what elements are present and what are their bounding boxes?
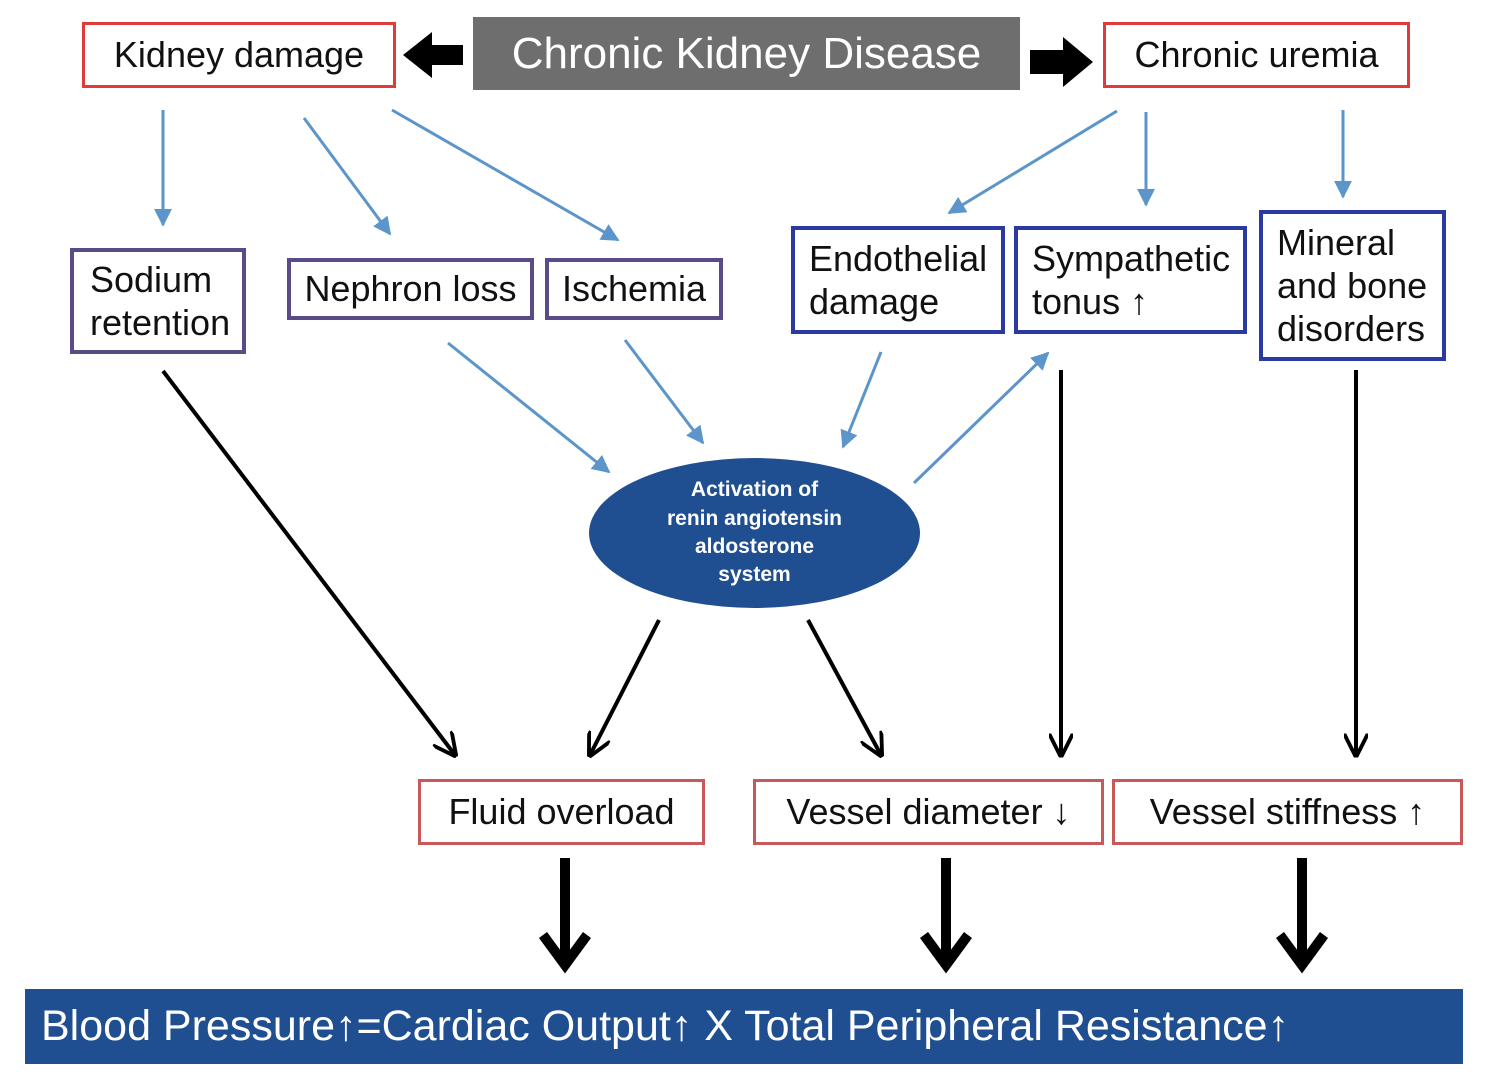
node-sympathetic-tonus: Sympathetic tonus ↑ [1014, 226, 1247, 334]
node-vessel-stiffness: Vessel stiffness ↑ [1112, 779, 1463, 845]
blood-pressure-banner: Blood Pressure↑=Cardiac Output↑ X Total … [25, 989, 1463, 1064]
raas-line-2: renin angiotensin [666, 506, 842, 530]
node-kidney-damage-label: Kidney damage [113, 34, 365, 76]
arrow-kidney-to-ischemia [391, 108, 620, 242]
node-ischemia: Ischemia [545, 258, 723, 320]
arrow-raas-to-fluid [590, 619, 661, 755]
node-kidney-damage: Kidney damage [82, 22, 396, 88]
node-mineral-bone-label: Mineral and bone disorders [1277, 221, 1428, 350]
title-chronic-kidney-disease: Chronic Kidney Disease [473, 17, 1020, 90]
raas-line-1: Activation of [690, 478, 819, 502]
node-chronic-uremia-label: Chronic uremia [1134, 34, 1379, 76]
arrow-kidney-to-nephron [302, 117, 392, 236]
arrow-to-kidney-damage [403, 32, 463, 78]
arrow-nephron-to-raas [447, 341, 611, 474]
node-endothelial-damage: Endothelial damage [791, 226, 1005, 334]
arrow-ischemia-to-raas [623, 339, 705, 445]
node-fluid-overload: Fluid overload [418, 779, 705, 845]
node-vessel-diameter: Vessel diameter ↓ [753, 779, 1104, 845]
node-mineral-bone: Mineral and bone disorders [1259, 210, 1446, 361]
arrow-endothelial-to-raas [840, 351, 883, 449]
arrow-raas-to-sympathetic [912, 351, 1050, 485]
node-fluid-overload-label: Fluid overload [448, 791, 675, 833]
node-sodium-retention-label: Sodium retention [90, 258, 231, 343]
arrow-sodium-to-fluid [161, 369, 455, 755]
arrow-diameter-to-bp [919, 858, 973, 974]
blood-pressure-equation: Blood Pressure↑=Cardiac Output↑ X Total … [41, 1002, 1290, 1050]
node-raas-activation: Activation of renin angiotensin aldoster… [589, 458, 920, 608]
node-nephron-loss-label: Nephron loss [304, 268, 517, 310]
raas-line-3: aldosterone [694, 535, 815, 558]
node-chronic-uremia: Chronic uremia [1103, 22, 1410, 88]
node-sodium-retention: Sodium retention [70, 248, 246, 354]
title-label: Chronic Kidney Disease [511, 28, 982, 78]
node-endothelial-damage-label: Endothelial damage [809, 237, 988, 322]
node-vessel-stiffness-label: Vessel stiffness ↑ [1149, 791, 1426, 833]
node-sympathetic-tonus-label: Sympathetic tonus ↑ [1032, 237, 1231, 322]
arrow-raas-to-vessel-diameter [806, 619, 881, 755]
arrow-to-chronic-uremia [1030, 37, 1093, 87]
node-vessel-diameter-label: Vessel diameter ↓ [786, 791, 1071, 833]
arrow-uremia-to-endothelial [947, 109, 1118, 215]
raas-line-4: system [718, 563, 791, 587]
node-ischemia-label: Ischemia [561, 268, 707, 310]
node-nephron-loss: Nephron loss [287, 258, 534, 320]
arrow-fluid-to-bp [538, 858, 592, 974]
arrow-stiffness-to-bp [1275, 858, 1329, 974]
